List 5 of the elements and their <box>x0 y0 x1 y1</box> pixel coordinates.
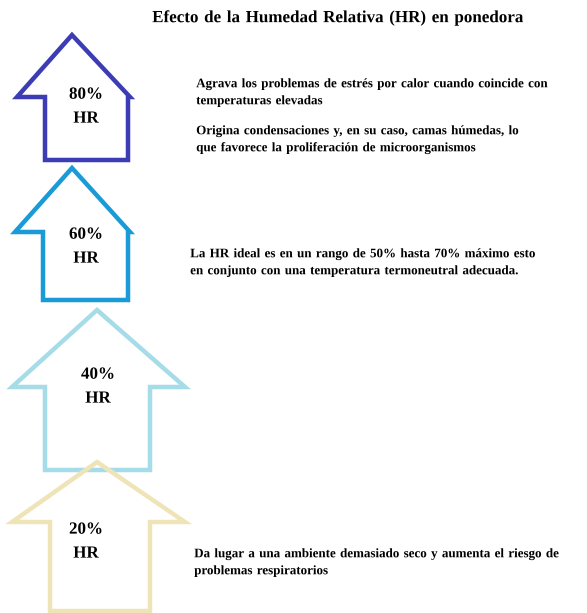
description-text: Origina condensaciones y, en su caso, camas húmedas, lo que favorece la proliferación de microorganismos <box>196 125 518 154</box>
description-text: La HR ideal es en un rango de 50% hasta 70% máximo esto en conjunto con una temperatura termoneutral adecuada. <box>190 248 535 277</box>
description-text: Da lugar a una ambiente demasiado seco y aumenta el riesgo de problemas respiratorios <box>194 548 559 577</box>
title: Efecto de la Humedad Relativa (HR) en ponedora <box>152 10 524 26</box>
description-text: Agrava los problemas de estrés por calor cuando coincide con temperaturas elevadas <box>196 78 548 107</box>
